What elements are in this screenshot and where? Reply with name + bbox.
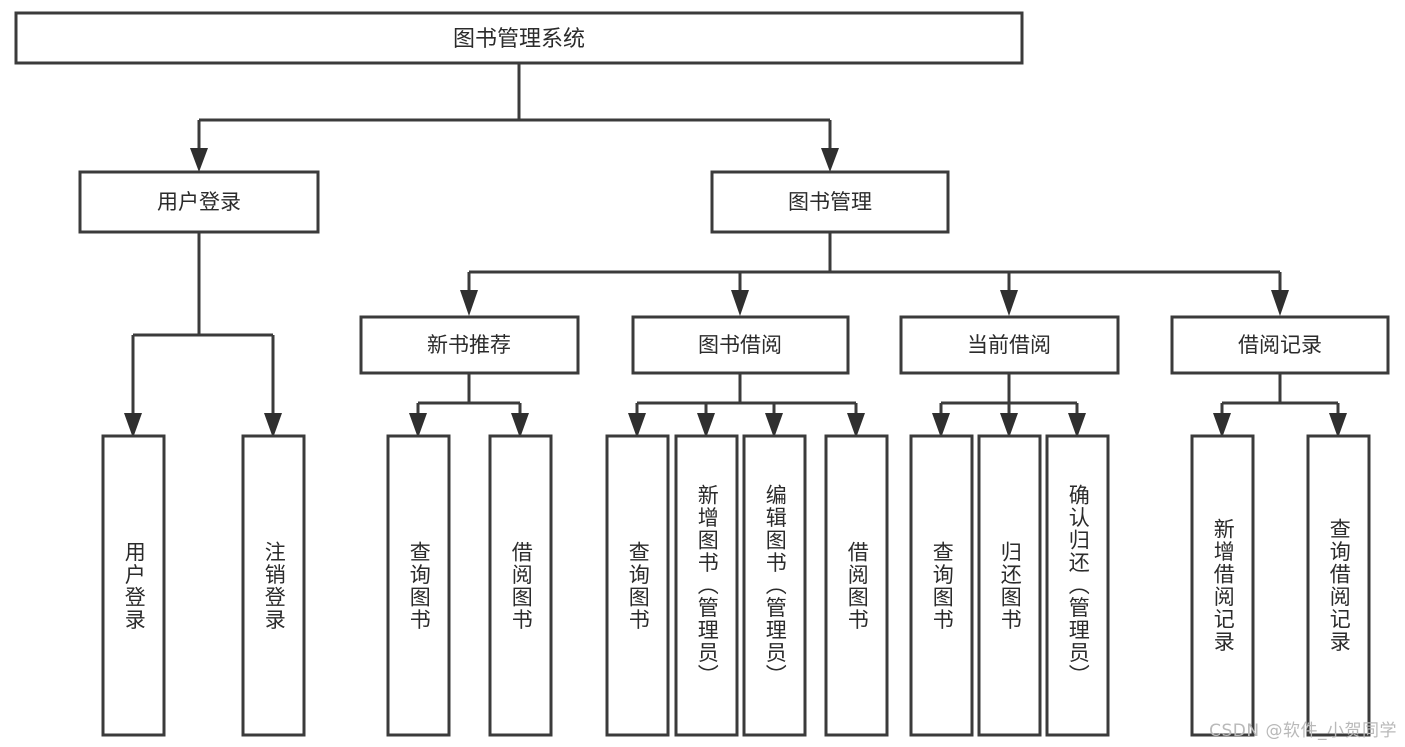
leaf-box-user-login[interactable] — [101, 434, 166, 737]
leaf-box-confirm-return[interactable] — [1045, 434, 1110, 737]
arrow-to-leaf-add-book — [697, 413, 715, 438]
arrow-to-leaf-query-record — [1329, 413, 1347, 438]
leaf-box-query-book-3[interactable] — [909, 434, 974, 737]
node-root[interactable]: 图书管理系统 — [14, 11, 1024, 65]
leaf-boxes-group — [101, 434, 1371, 737]
node-book-borrow-box[interactable] — [631, 315, 850, 375]
node-user-login-label: 用户登录 — [157, 190, 241, 214]
leaf-box-edit-book[interactable] — [742, 434, 807, 737]
node-new-book-recommend-label: 新书推荐 — [427, 333, 511, 357]
arrow-to-book-management — [821, 148, 839, 172]
arrow-to-user-login — [190, 148, 208, 172]
arrow-to-leaf-add-record — [1213, 413, 1231, 438]
arrow-to-leaf-return-book — [1000, 413, 1018, 438]
arrow-to-book-borrow — [731, 290, 749, 316]
leaf-box-return-book[interactable] — [977, 434, 1042, 737]
node-current-borrow-box[interactable] — [899, 315, 1120, 375]
leaf-box-borrow-book-1[interactable] — [488, 434, 553, 737]
watermark-text: CSDN @软件_小贺同学 — [1209, 721, 1397, 741]
node-root-label: 图书管理系统 — [453, 27, 585, 52]
arrow-to-leaf-borrow-book-1 — [511, 413, 529, 438]
node-new-book-recommend-box[interactable] — [359, 315, 580, 375]
node-borrow-record-label: 借阅记录 — [1238, 333, 1322, 357]
leaf-box-add-record[interactable] — [1190, 434, 1255, 737]
node-new-book-recommend[interactable]: 新书推荐 — [359, 315, 580, 375]
node-current-borrow[interactable]: 当前借阅 — [899, 315, 1120, 375]
arrow-to-leaf-user-login — [124, 413, 142, 438]
node-book-borrow[interactable]: 图书借阅 — [631, 315, 850, 375]
node-user-login-box[interactable] — [78, 170, 320, 234]
node-book-management-box[interactable] — [710, 170, 950, 234]
node-current-borrow-label: 当前借阅 — [967, 333, 1051, 357]
arrow-to-borrow-record — [1271, 290, 1289, 316]
node-borrow-record[interactable]: 借阅记录 — [1170, 315, 1390, 375]
node-book-management[interactable]: 图书管理 — [710, 170, 950, 234]
leaf-box-query-record[interactable] — [1306, 434, 1371, 737]
leaf-box-query-book-1[interactable] — [386, 434, 451, 737]
leaf-box-query-book-2[interactable] — [605, 434, 670, 737]
arrow-to-leaf-confirm-return — [1068, 413, 1086, 438]
leaf-box-borrow-book-2[interactable] — [824, 434, 889, 737]
node-root-box[interactable] — [14, 11, 1024, 65]
arrow-to-leaf-query-book-1 — [409, 413, 427, 438]
arrow-to-leaf-query-book-3 — [932, 413, 950, 438]
node-book-management-label: 图书管理 — [788, 190, 872, 214]
leaf-box-logout-login[interactable] — [241, 434, 306, 737]
node-book-borrow-label: 图书借阅 — [698, 333, 782, 357]
arrow-to-current-borrow — [1000, 290, 1018, 316]
arrow-to-leaf-logout-login — [264, 413, 282, 438]
node-borrow-record-box[interactable] — [1170, 315, 1390, 375]
arrow-to-leaf-borrow-book-2 — [847, 413, 865, 438]
arrow-to-leaf-query-book-2 — [628, 413, 646, 438]
node-user-login[interactable]: 用户登录 — [78, 170, 320, 234]
leaf-box-add-book[interactable] — [674, 434, 739, 737]
arrowhead-group — [124, 148, 1347, 438]
arrow-to-leaf-edit-book — [765, 413, 783, 438]
arrow-to-new-book-recommend — [460, 290, 478, 316]
